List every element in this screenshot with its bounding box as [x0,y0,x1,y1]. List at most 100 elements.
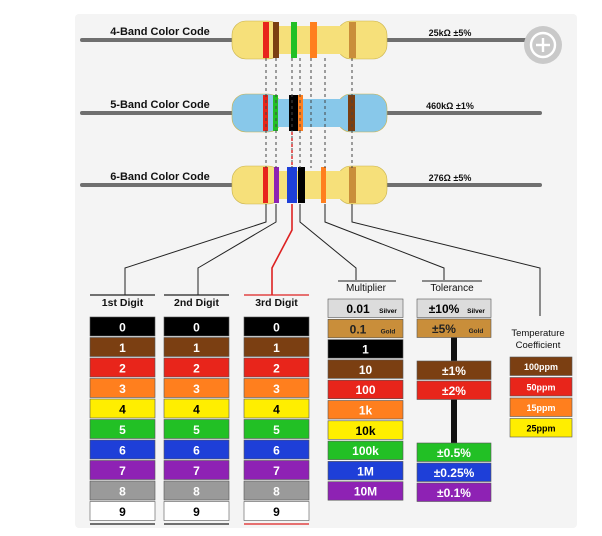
tolerance-value: ±0.1% [437,486,471,500]
multiplier-value: 100k [352,444,379,458]
color-band [287,167,297,203]
digit-cell [163,337,230,357]
tolerance-value: ±2% [442,384,466,398]
resistor-title: 5-Band Color Code [110,99,210,111]
tolerance-spacer [451,399,457,443]
digit-value: 7 [273,464,280,478]
temperature-cell [509,418,573,438]
digit-cell [163,480,230,501]
digit-cell [243,357,310,378]
digit-value: 7 [193,464,200,478]
digit-value: 6 [193,444,200,458]
connector-line [299,204,357,280]
digit-cell [163,439,230,460]
multiplier-cell [327,440,404,460]
color-band [263,167,268,203]
color-band [289,95,298,131]
temperature-value: 15ppm [526,403,555,413]
digit-column-header: 3rd Digit [255,297,298,309]
temperature-cell [509,397,573,417]
temperature-value: 50ppm [526,383,555,393]
tolerance-material: Gold [469,328,484,335]
digit-cell [163,419,230,439]
digit-value: 6 [119,444,126,458]
multiplier-value: 0.1 [350,322,367,336]
digit-cell [243,378,310,398]
digit-value: 7 [119,464,126,478]
color-band [273,22,279,58]
digit-value: 1 [119,341,126,355]
digit-value: 1 [273,341,280,355]
digit-cell [163,316,230,337]
digit-value: 2 [273,362,280,376]
digit-cell [89,378,156,398]
digit-value: 3 [119,382,126,396]
digit-cell [243,398,310,419]
digit-value: 9 [273,505,280,519]
tolerance-value: ±5% [432,322,456,336]
tolerance-value: ±0.5% [437,446,471,460]
connector-line [197,204,277,295]
expand-icon [529,31,557,59]
digit-cell [243,439,310,460]
multiplier-cell [327,420,404,440]
digit-value: 5 [119,423,126,437]
tolerance-cell [416,298,492,318]
multiplier-value: 1 [362,343,369,357]
digit-cell [243,337,310,357]
digit-cell [163,460,230,480]
tolerance-value: ±0.25% [434,466,475,480]
digit-value: 5 [193,423,200,437]
digit-value: 8 [193,485,200,499]
expand-button[interactable] [524,26,562,64]
tolerance-material: Silver [467,308,485,315]
tolerance-cell [416,442,492,462]
temperature-cell [509,356,573,376]
digit-value: 9 [193,505,200,519]
digit-cell [163,398,230,419]
digit-cell [89,357,156,378]
multiplier-value: 10k [355,424,375,438]
digit-cell [89,316,156,337]
temperature-cell [509,377,573,397]
multiplier-material: Silver [379,308,397,315]
connector-line [351,204,541,316]
multiplier-value: 1k [359,404,373,418]
multiplier-material: Gold [381,328,396,335]
temperature-header: Coefficient [516,340,561,351]
digit-value: 8 [273,485,280,499]
digit-cell [89,460,156,480]
digit-column-header: 2nd Digit [174,297,219,309]
digit-value: 0 [273,321,280,335]
digit-value: 4 [119,403,126,417]
digit-value: 0 [193,321,200,335]
digit-cell [243,501,310,521]
color-band [291,22,297,58]
color-band [298,167,305,203]
resistor-value: 460kΩ ±1% [426,101,474,111]
digit-cell [243,316,310,337]
digit-value: 9 [119,505,126,519]
digit-cell [89,480,156,501]
digit-value: 5 [273,423,280,437]
resistor-title: 6-Band Color Code [110,171,210,183]
tolerance-cell [416,462,492,482]
resistor-title: 4-Band Color Code [110,26,210,38]
temperature-value: 100ppm [524,362,558,372]
multiplier-value: 1M [357,464,374,478]
multiplier-cell [327,339,404,359]
tolerance-value: ±1% [442,364,466,378]
connector-line [324,204,445,280]
tolerance-cell [416,380,492,400]
color-band [310,22,317,58]
multiplier-cell [327,318,404,339]
digit-value: 8 [119,485,126,499]
multiplier-cell [327,400,404,420]
resistor-value: 276Ω ±5% [429,173,472,183]
digit-cell [89,439,156,460]
tolerance-cell [416,318,492,338]
digit-cell [163,501,230,521]
color-band [321,167,326,203]
tolerance-cell [416,360,492,380]
